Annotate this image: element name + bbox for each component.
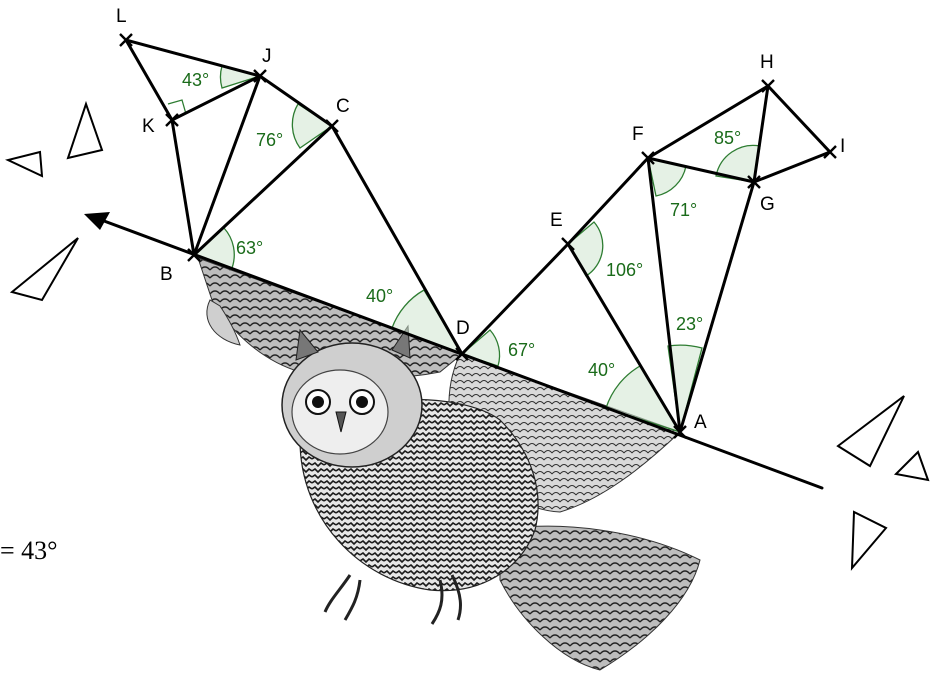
point-marker-g <box>747 175 761 189</box>
point-marker-l <box>119 33 133 47</box>
angle-label: 63° <box>236 238 263 258</box>
segments <box>124 38 832 434</box>
segment-ef <box>566 156 650 246</box>
angle-label: 106° <box>606 260 643 280</box>
segment-cb <box>192 124 334 257</box>
angle-arc <box>567 221 604 277</box>
segment-lk <box>124 38 174 122</box>
angle-label: 71° <box>670 200 697 220</box>
segment-cd <box>330 124 464 356</box>
segment-jc <box>258 74 334 128</box>
owl-illustration <box>197 257 701 671</box>
angle-label: 23° <box>676 314 703 334</box>
line-bda <box>94 216 824 490</box>
point-marker-i <box>823 145 837 159</box>
deco-triangle <box>893 450 930 482</box>
point-marker-e <box>561 237 575 251</box>
point-marker-f <box>641 151 655 165</box>
point-labels: L J K C B D E F G H I A <box>116 6 845 433</box>
angle-arc <box>291 103 334 149</box>
point-label-k: K <box>142 116 155 137</box>
point-marker-c <box>325 119 339 133</box>
point-label-i: I <box>840 136 845 157</box>
point-markers <box>119 33 837 439</box>
deco-triangle <box>9 237 79 302</box>
angle-label: 67° <box>508 340 535 360</box>
point-marker-b <box>187 248 201 262</box>
segment-hi <box>766 84 832 154</box>
point-label-c: C <box>336 96 350 117</box>
angle-label: 43° <box>182 70 209 90</box>
angle-label: 76° <box>256 130 283 150</box>
segment-fh <box>646 84 770 160</box>
point-label-f: F <box>632 124 644 145</box>
segment-fg <box>646 156 756 184</box>
angle-label: 40° <box>366 286 393 306</box>
point-marker-h <box>761 79 775 93</box>
segment-jb <box>192 74 262 257</box>
decorative-triangles <box>5 100 930 571</box>
deco-triangle <box>836 395 905 468</box>
point-marker-k <box>165 113 179 127</box>
deco-triangle <box>66 100 104 160</box>
angle-label: 85° <box>714 128 741 148</box>
segment-kj <box>170 74 262 122</box>
segment-gh <box>752 84 770 184</box>
segment-kb <box>170 118 196 257</box>
point-label-h: H <box>760 52 774 73</box>
angle-arc <box>667 344 703 433</box>
point-marker-j <box>253 69 267 83</box>
angle-label: 40° <box>588 360 615 380</box>
main-line <box>84 212 824 490</box>
segment-fa <box>646 156 682 434</box>
point-label-a: A <box>694 412 707 433</box>
point-label-l: L <box>116 6 127 27</box>
point-label-e: E <box>550 210 563 231</box>
point-label-g: G <box>760 194 775 215</box>
deco-triangle <box>5 150 44 178</box>
deco-triangle <box>850 510 888 571</box>
segment-lj <box>124 38 262 78</box>
arrow-head <box>84 212 110 230</box>
right-angle-mark <box>167 99 187 115</box>
segment-ag <box>678 180 756 434</box>
point-label-d: D <box>456 318 470 339</box>
angle-labels: 43° 76° 63° 40° 67° 106° 40° 23° 71° 85° <box>182 70 741 380</box>
point-marker-d <box>455 347 469 361</box>
equation-fragment: = 43° <box>0 536 58 565</box>
point-label-j: J <box>262 46 272 67</box>
point-marker-a <box>673 425 687 439</box>
point-label-b: B <box>160 264 173 285</box>
segment-de <box>460 242 570 356</box>
segment-ea <box>566 242 682 434</box>
segment-gi <box>752 150 832 184</box>
